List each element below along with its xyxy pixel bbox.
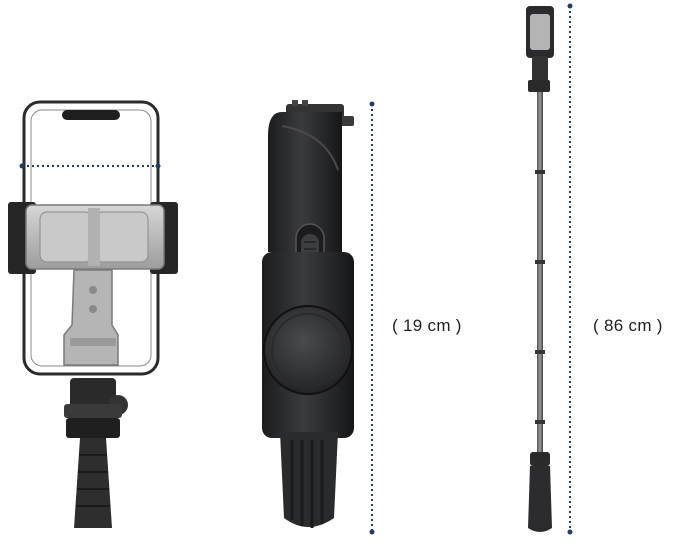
extended-stick-view [526,3,573,535]
tripod-head [70,378,116,408]
base-grip [528,466,552,532]
extended-height-label: ( 86 cm ) [593,316,663,335]
handle-height-label: ( 19 cm ) [392,316,462,335]
tripod-legs [74,438,112,528]
folded-gimbal-view [262,100,375,535]
control-dial [263,305,353,395]
handle-grip [280,432,338,527]
telescopic-pole [537,92,543,454]
phone-notch [62,110,120,120]
phone-mount-view [8,100,178,528]
